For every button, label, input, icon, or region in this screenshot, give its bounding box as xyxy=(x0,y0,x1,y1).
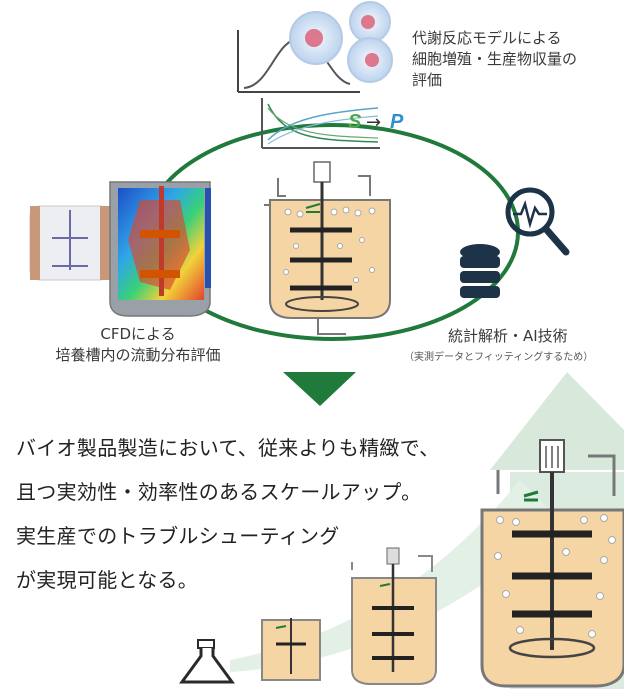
sp-arrow: → xyxy=(366,112,381,133)
metabolic-model-label: 代謝反応モデルによる 細胞増殖・生産物収量の 評価 xyxy=(412,28,577,91)
cfd-small-tank xyxy=(29,205,111,281)
cfd-line1: CFDによる xyxy=(100,325,176,343)
metabolic-model-line3: 評価 xyxy=(412,71,443,89)
down-arrow xyxy=(283,372,356,406)
main-text-line2: 且つ実効性・効率性のあるスケールアップ。 xyxy=(16,480,422,504)
cfd-line2: 培養槽内の流動分布評価 xyxy=(55,346,221,364)
bioreactor-small xyxy=(261,618,321,681)
cfd-label: CFDによる 培養槽内の流動分布評価 xyxy=(18,324,258,366)
main-text-line3: 実生産でのトラブルシューティング xyxy=(16,524,340,548)
main-text-line4: が実現可能となる。 xyxy=(16,568,199,592)
database-icon xyxy=(460,244,500,298)
sp-s: S xyxy=(348,111,362,133)
metabolic-model-line1: 代謝反応モデルによる xyxy=(412,29,562,47)
cfd-large-tank xyxy=(109,181,211,317)
main-text-line1: バイオ製品製造において、従来よりも精緻で、 xyxy=(16,436,440,460)
stats-note: （実測データとフィッティングするため） xyxy=(404,352,594,363)
magnifier-analysis-icon xyxy=(505,187,570,256)
decay-curve-chart xyxy=(261,98,380,149)
bioreactor-large xyxy=(480,439,624,688)
metabolic-model-line2: 細胞増殖・生産物収量の xyxy=(412,50,578,68)
flask-icon xyxy=(179,639,235,684)
bioreactor-center xyxy=(264,161,391,335)
sp-p: P xyxy=(390,111,404,133)
stats-label: 統計解析・AI技術 xyxy=(448,327,568,345)
bioreactor-medium xyxy=(351,547,437,685)
cell-icons xyxy=(289,1,393,83)
